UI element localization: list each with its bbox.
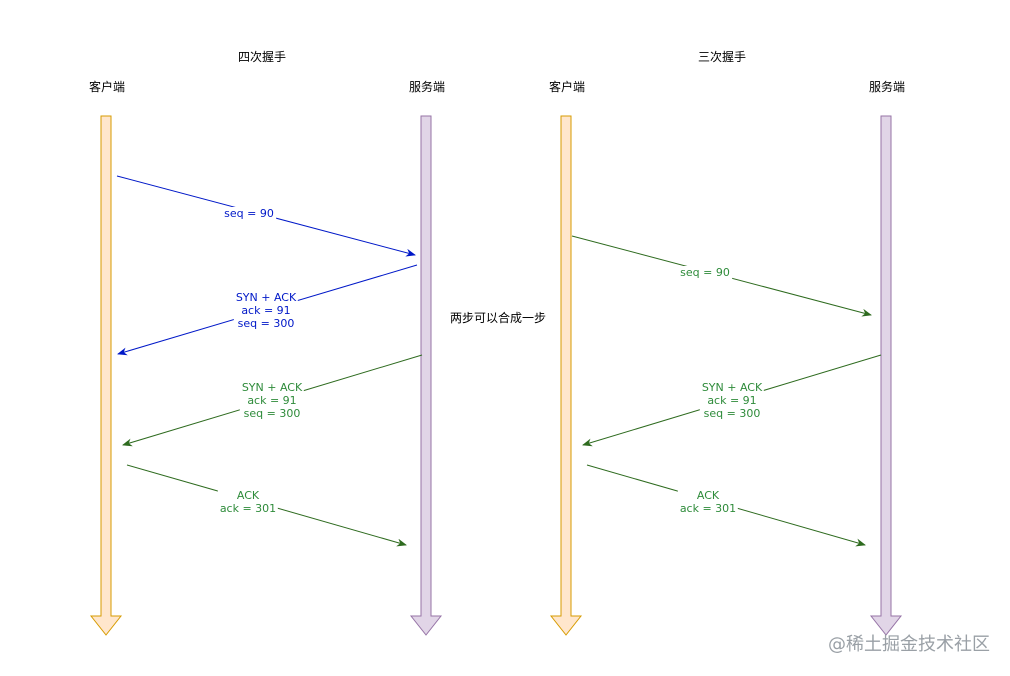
left-client-label: 客户端 (88, 80, 126, 94)
right-client-lifeline (549, 115, 583, 636)
left-server-label: 服务端 (408, 80, 446, 94)
right-msg2-label: SYN + ACK ack = 91 seq = 300 (699, 381, 765, 420)
right-client-label: 客户端 (548, 80, 586, 94)
left-server-lifeline (409, 115, 443, 636)
right-msg1-label: seq = 90 (678, 266, 732, 279)
merge-note: 两步可以合成一步 (449, 311, 547, 325)
right-title: 三次握手 (697, 50, 747, 64)
right-server-lifeline (869, 115, 903, 636)
right-msg3-label: ACK ack = 301 (677, 489, 739, 515)
left-msg1-label: seq = 90 (222, 207, 276, 220)
right-server-label: 服务端 (868, 80, 906, 94)
watermark: @稀土掘金技术社区 (828, 634, 990, 655)
left-msg3-label: SYN + ACK ack = 91 seq = 300 (239, 381, 305, 420)
left-msg4-label: ACK ack = 301 (217, 489, 279, 515)
left-client-lifeline (89, 115, 123, 636)
left-msg2-label: SYN + ACK ack = 91 seq = 300 (233, 291, 299, 330)
left-title: 四次握手 (237, 50, 287, 64)
